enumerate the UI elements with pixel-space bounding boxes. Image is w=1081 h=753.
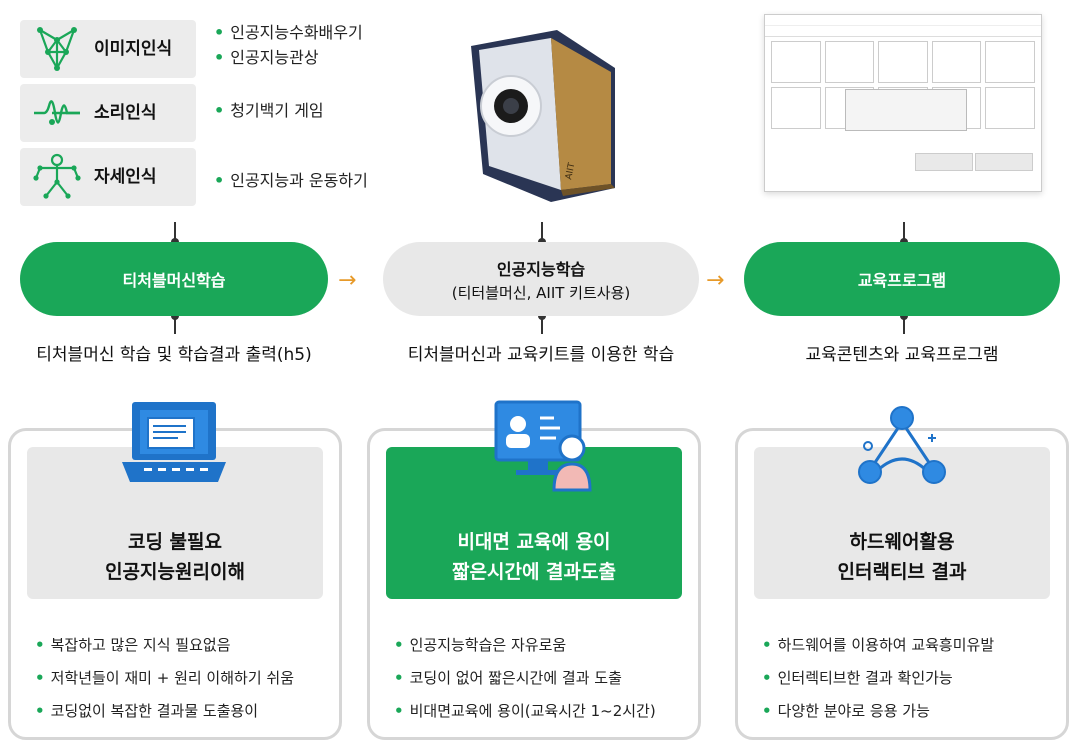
list-item: •코딩이 없어 짧은시간에 결과 도출 [394, 669, 622, 687]
flow-step-education-program: 교육프로그램 [744, 242, 1060, 316]
connector-dot [171, 312, 179, 320]
list-item: •다양한 분야로 응용 가능 [762, 702, 930, 720]
list-item: •하드웨어를 이용하여 교육흥미유발 [762, 636, 995, 654]
recognition-bullets: •청기백기 게임 [214, 98, 324, 123]
feature-card-header: 하드웨어활용 인터랙티브 결과 [754, 447, 1050, 599]
arrow-right-icon: → [706, 268, 725, 293]
aiit-kit-device-image: AIIT [471, 30, 615, 202]
connector-line [541, 222, 543, 242]
connector-dot [538, 312, 546, 320]
connector-dot [900, 312, 908, 320]
recognition-box: 이미지인식 [20, 20, 196, 78]
remote-learning-icon [494, 400, 592, 492]
list-item: •코딩없이 복잡한 결과물 도출용이 [35, 702, 259, 720]
laptop-code-icon [122, 402, 226, 482]
list-item: •인공지능관상 [214, 48, 319, 67]
list-item: •인공지능학습은 자유로움 [394, 636, 567, 654]
recognition-bullets: •인공지능수화배우기 •인공지능관상 [214, 20, 363, 70]
list-item: •청기백기 게임 [214, 101, 324, 120]
feature-card-title: 코딩 불필요 인공지능원리이해 [105, 531, 245, 583]
feature-card-title: 하드웨어활용 인터랙티브 결과 [837, 531, 967, 583]
flow-step-title: 인공지능학습 [496, 259, 586, 279]
list-item: •비대면교육에 용이(교육시간 1~2시간) [394, 702, 656, 720]
software-screenshot [764, 14, 1042, 192]
list-item: •인공지능과 운동하기 [214, 171, 368, 190]
recognition-label: 이미지인식 [94, 39, 173, 59]
flow-step-title: 교육프로그램 [857, 271, 947, 290]
network-nodes-icon [858, 406, 946, 484]
image-recognition-icon [37, 27, 77, 71]
arrow-right-icon: → [338, 268, 357, 293]
feature-card-title: 비대면 교육에 용이 짧은시간에 결과도출 [452, 531, 616, 583]
feature-card-list: •인공지능학습은 자유로움 •코딩이 없어 짧은시간에 결과 도출 •비대면교육… [394, 629, 656, 728]
recognition-label: 소리인식 [94, 103, 157, 123]
connector-line [903, 316, 905, 334]
device-label: AIIT [564, 161, 577, 180]
recognition-box: 소리인식 [20, 84, 196, 142]
flow-step-subtitle: (티터블머신, AIIT 키트사용) [451, 283, 631, 302]
recognition-box: 자세인식 [20, 148, 196, 206]
flow-caption: 티처블머신 학습 및 학습결과 출력(h5) [36, 345, 312, 365]
flow-caption: 티처블머신과 교육키트를 이용한 학습 [407, 345, 675, 365]
sound-recognition-icon [34, 100, 80, 125]
connector-line [541, 316, 543, 334]
flow-step-title: 티처블머신학습 [122, 271, 226, 290]
list-item: •저학년들이 재미 + 원리 이해하기 쉬움 [35, 669, 295, 687]
feature-card-list: •하드웨어를 이용하여 교육흥미유발 •인터렉티브한 결과 확인가능 •다양한 … [762, 629, 994, 728]
feature-card-hardware: 하드웨어활용 인터랙티브 결과 •하드웨어를 이용하여 교육흥미유발 •인터렉티… [735, 428, 1069, 740]
list-item: •인공지능수화배우기 [214, 23, 363, 42]
list-item: •복잡하고 많은 지식 필요없음 [35, 636, 231, 654]
recognition-bullets: •인공지능과 운동하기 [214, 168, 368, 193]
flow-step-teachable-machine: 티처블머신학습 [20, 242, 328, 316]
feature-card-list: •복잡하고 많은 지식 필요없음 •저학년들이 재미 + 원리 이해하기 쉬움 … [35, 629, 294, 728]
flow-caption: 교육콘텐츠와 교육프로그램 [805, 345, 999, 365]
pose-recognition-icon [33, 153, 81, 199]
connector-line [903, 222, 905, 242]
connector-line [174, 316, 176, 334]
list-item: •인터렉티브한 결과 확인가능 [762, 669, 953, 687]
connector-line [174, 222, 176, 242]
recognition-label: 자세인식 [94, 167, 157, 187]
flow-step-ai-learning: 인공지능학습 (티터블머신, AIIT 키트사용) [383, 242, 699, 316]
